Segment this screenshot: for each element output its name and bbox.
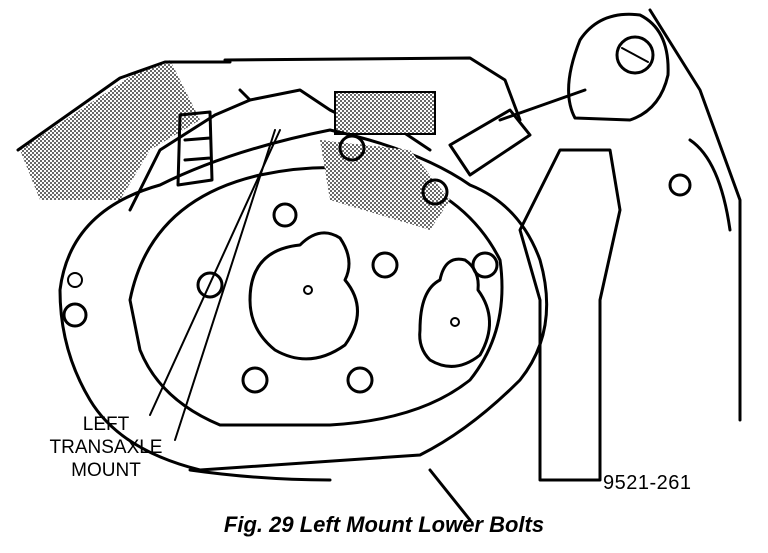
bracket-slot	[334, 91, 436, 135]
bolt-icon	[338, 134, 366, 162]
lower-case-edge	[188, 468, 472, 522]
frame-rail-outline	[16, 60, 252, 212]
bolt-icon	[67, 272, 83, 288]
callout-leader-line	[174, 129, 276, 441]
bolt-icon	[241, 366, 269, 394]
figure-number: 9521-261	[603, 472, 692, 494]
left-keyhole-recess	[248, 231, 359, 361]
bolt-icon	[371, 251, 399, 279]
ratchet-selector-slot	[621, 47, 649, 63]
bolt-icon	[272, 202, 298, 228]
bolt-icon	[196, 271, 224, 299]
bolt-icon	[668, 173, 692, 197]
transaxle-mount-callout: LEFT TRANSAXLE MOUNT	[38, 413, 174, 482]
mount-bolt-group	[62, 134, 692, 394]
bolt-icon	[471, 251, 499, 279]
locating-hole-right	[450, 317, 460, 327]
mount-plate-shading	[320, 140, 450, 230]
ratchet-selector-icon	[615, 35, 655, 75]
callout-line-2: TRANSAXLE	[49, 437, 163, 458]
bolt-icon	[346, 366, 374, 394]
locating-hole-left	[303, 285, 313, 295]
frame-shading-left	[20, 60, 200, 200]
transaxle-case-outline	[58, 128, 549, 472]
socket-extension	[448, 88, 587, 177]
hose-fitting	[176, 110, 214, 187]
mount-plate-outline	[128, 166, 504, 427]
right-frame-outline	[648, 8, 742, 422]
right-keyhole-recess	[418, 257, 491, 368]
callout-line-1: LEFT	[82, 414, 130, 435]
ratchet-head	[567, 12, 670, 122]
callout-leader-line	[149, 129, 281, 416]
bracket-slot-shading	[335, 92, 435, 134]
ratchet-handle	[518, 148, 622, 482]
callout-line-3: MOUNT	[71, 460, 141, 481]
figure-caption: Fig. 29 Left Mount Lower Bolts	[223, 512, 545, 537]
bolt-icon	[421, 178, 449, 206]
bolt-icon	[62, 302, 88, 328]
